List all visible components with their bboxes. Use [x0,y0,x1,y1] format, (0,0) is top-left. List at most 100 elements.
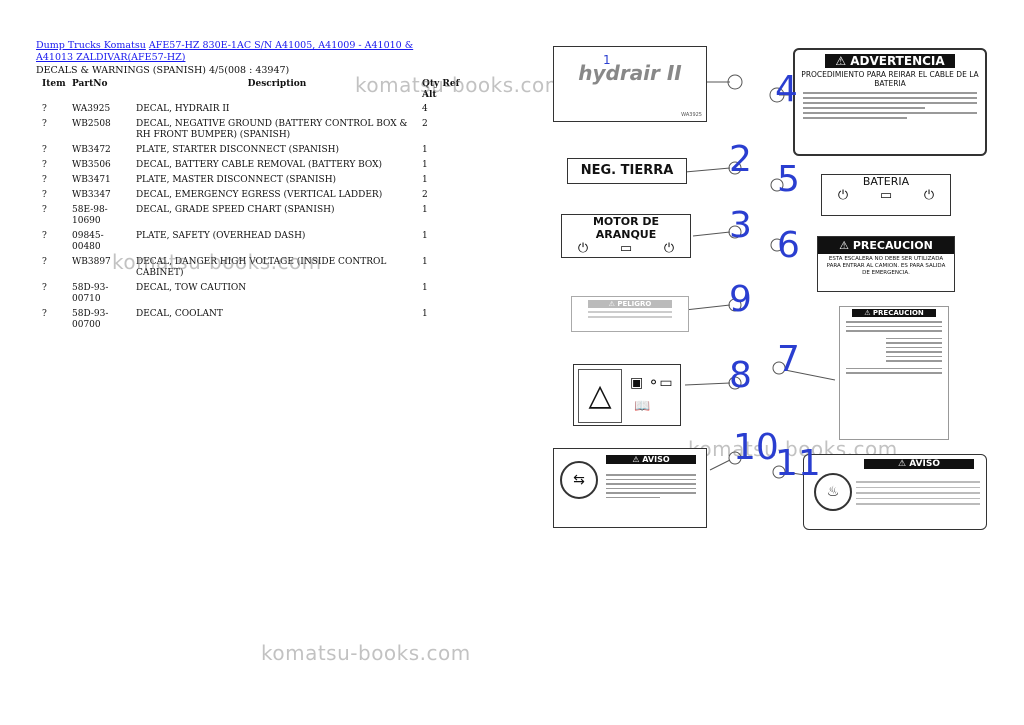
decal4-heading-text: ADVERTENCIA [850,54,945,68]
switch-icon: ⏻ [837,188,849,203]
col-header-qty-ref-alt: Qty Ref Alt [420,78,472,102]
book-icon: 📖 [634,399,651,414]
decal7-heading-text: PRECAUCION [872,309,924,317]
callout-6: 6 [777,225,800,266]
callout-4: 4 [775,69,798,110]
decal-precaucion-ladder: ⚠ PRECAUCION ESTA ESCALERA NO DEBE SER U… [817,236,955,292]
cell-partno: WB3471 [72,175,111,185]
cell-partno: WB3472 [72,145,111,155]
table-header-row: Item PartNo Description Qty Ref Alt [36,78,472,102]
cell-partno: 09845-00480 [72,231,104,252]
cell-item: ? [42,309,47,319]
page-subtitle: DECALS & WARNINGS (SPANISH) 4/5(008 : 43… [36,65,290,76]
breadcrumb-link-dump-trucks[interactable]: Dump Trucks Komatsu [36,40,146,51]
switch-icon: ⏻ [663,241,675,256]
cell-qty: 1 [422,175,428,185]
col-header-alt: Alt [422,90,437,100]
cell-item: ? [42,283,47,293]
cell-qty: 2 [422,190,428,200]
decal7-heading: ⚠ PRECAUCION [852,309,936,317]
tow-icon: ⇆ [560,461,598,499]
decal11-heading-text: AVISO [909,459,940,469]
decal6-body: ESTA ESCALERA NO DEBE SER UTILIZADA PARA… [826,256,946,276]
decal11-heading: ⚠ AVISO [864,459,974,469]
col-header-item: Item [42,79,66,89]
breadcrumb-link-model[interactable]: AFE57-HZ 830E-1AC S/N A41005, A41009 - A… [36,40,414,63]
decal4-heading: ⚠ ADVERTENCIA [825,54,955,68]
cell-partno: 58D-93-00710 [72,283,109,304]
cell-partno: WA3925 [72,104,111,114]
table-row: ? 09845-00480 PLATE, SAFETY (OVERHEAD DASH… [36,229,472,255]
callout-10: 10 [733,427,779,468]
decal10-heading-text: AVISO [642,455,670,464]
battery-icon: ▭ [619,241,633,256]
cell-item: ? [42,190,47,200]
cell-qty: 1 [422,205,428,215]
cell-description: DECAL, BATTERY CABLE REMOVAL (BATTERY BO… [136,160,383,170]
table-row: ? WB3506 DECAL, BATTERY CABLE REMOVAL (BAT… [36,158,472,173]
cell-qty: 1 [422,309,428,319]
battery-switch-icons: ⏻▭⏻ [822,188,950,203]
watermark: komatsu-books.com [355,73,565,97]
decal-bateria: BATERIA ⏻▭⏻ [821,174,951,216]
decal-hydrair: hydrair II WA3925 [553,46,707,122]
battery-switch-icons: ⏻ ▭ ⏻ [562,241,690,256]
watermark: komatsu-books.com [112,250,322,274]
decal-diagram: hydrair II WA3925 NEG. TIERRA MOTOR DE A… [545,40,1015,550]
cell-qty: 1 [422,160,428,170]
callout-5: 5 [777,159,800,200]
cell-item: ? [42,145,47,155]
decal10-fine-print [606,471,696,501]
cell-partno: 58E-98-10690 [72,205,108,226]
cell-description: PLATE, MASTER DISCONNECT (SPANISH) [136,175,337,185]
callout-2: 2 [729,139,752,180]
cell-partno: WB3897 [72,257,111,267]
cell-description: DECAL, EMERGENCY EGRESS (VERTICAL LADDER… [136,190,383,200]
cell-qty: 1 [422,145,428,155]
breadcrumb: Dump Trucks Komatsu AFE57-HZ 830E-1AC S/… [36,40,426,64]
cell-description: DECAL, COOLANT [136,309,223,319]
hydrair-logo-text: hydrair II [578,61,682,85]
callout-9: 9 [729,279,752,320]
decal6-heading-text: PRECAUCION [852,239,933,252]
parts-table: Item PartNo Description Qty Ref Alt ? WA3… [36,78,472,333]
decal-code: WA3925 [681,112,702,118]
decal-tow-caution: ⇆ ⚠ AVISO [553,448,707,528]
cell-partno: WB3506 [72,160,111,170]
cell-description: DECAL, HYDRAIR II [136,104,230,114]
cell-qty: 4 [422,104,428,114]
table-row: ? WB3347 DECAL, EMERGENCY EGRESS (VERTICAL… [36,188,472,203]
control-icons: ▣ ⚬▭ [630,375,673,391]
grade-speed-table [846,321,942,374]
cell-description: DECAL, DANGER HIGH VOLTAGE (INSIDE CONTR… [136,257,387,278]
col-header-description: Description [247,79,307,89]
switch-icon: ⏻ [577,241,589,256]
cell-item: ? [42,231,47,241]
warning-triangle-icon: △ [578,369,622,423]
decal-safety-plate: △ ▣ ⚬▭ 📖 [573,364,681,426]
decal-advertencia: ⚠ ADVERTENCIA PROCEDIMIENTO PARA REIRAR … [793,48,987,156]
decal9-heading: ⚠ PELIGRO [588,300,672,308]
decal-motor-de-aranque: MOTOR DE ARANQUE ⏻ ▭ ⏻ [561,214,691,258]
decal3-label: MOTOR DE ARANQUE [592,215,660,241]
cell-partno: WB3347 [72,190,111,200]
cell-description: PLATE, SAFETY (OVERHEAD DASH) [136,231,306,241]
callout-8: 8 [729,355,752,396]
callout-3: 3 [729,205,752,246]
cell-description: DECAL, NEGATIVE GROUND (BATTERY CONTROL … [136,119,408,140]
decal-coolant: ♨ ⚠ AVISO [803,454,987,530]
decal6-heading: ⚠ PRECAUCION [818,237,954,254]
cell-item: ? [42,160,47,170]
callout-11: 11 [775,443,821,484]
cell-item: ? [42,119,47,129]
decal-grade-speed-chart: ⚠ PRECAUCION [839,306,949,440]
watermark: komatsu-books.com [261,641,471,665]
